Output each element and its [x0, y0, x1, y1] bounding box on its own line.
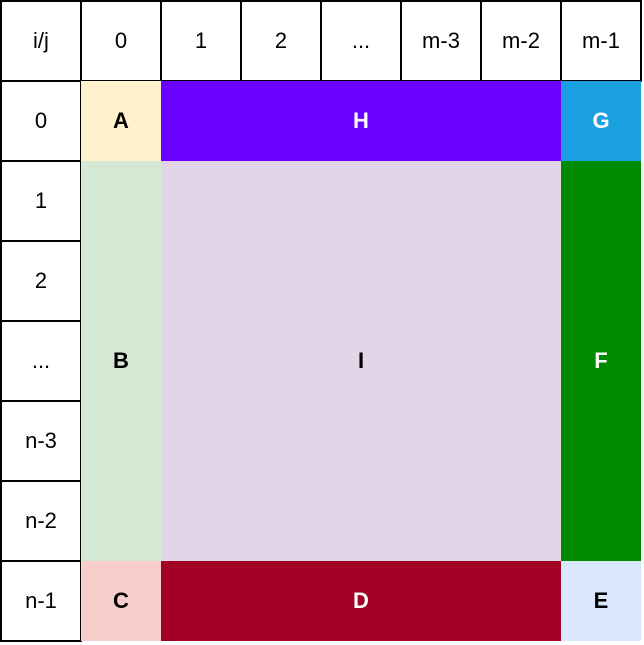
region-c: C: [81, 561, 161, 641]
col-header: m-3: [400, 0, 482, 82]
region-i: I: [161, 161, 561, 561]
col-header: 2: [240, 0, 322, 82]
row-header: 2: [0, 240, 82, 322]
row-header: 0: [0, 80, 82, 162]
region-h: H: [161, 81, 561, 161]
region-d: D: [161, 561, 561, 641]
row-header: n-1: [0, 560, 82, 642]
region-a: A: [81, 81, 161, 161]
col-header: 0: [80, 0, 162, 82]
row-header: n-3: [0, 400, 82, 482]
corner-label: i/j: [0, 0, 82, 82]
col-header: m-2: [480, 0, 562, 82]
region-e: E: [561, 561, 641, 641]
row-header: 1: [0, 160, 82, 242]
row-header: n-2: [0, 480, 82, 562]
row-header: ...: [0, 320, 82, 402]
col-header: 1: [160, 0, 242, 82]
region-b: B: [81, 161, 161, 561]
region-g: G: [561, 81, 641, 161]
col-header: ...: [320, 0, 402, 82]
region-f: F: [561, 161, 641, 561]
col-header: m-1: [560, 0, 642, 82]
